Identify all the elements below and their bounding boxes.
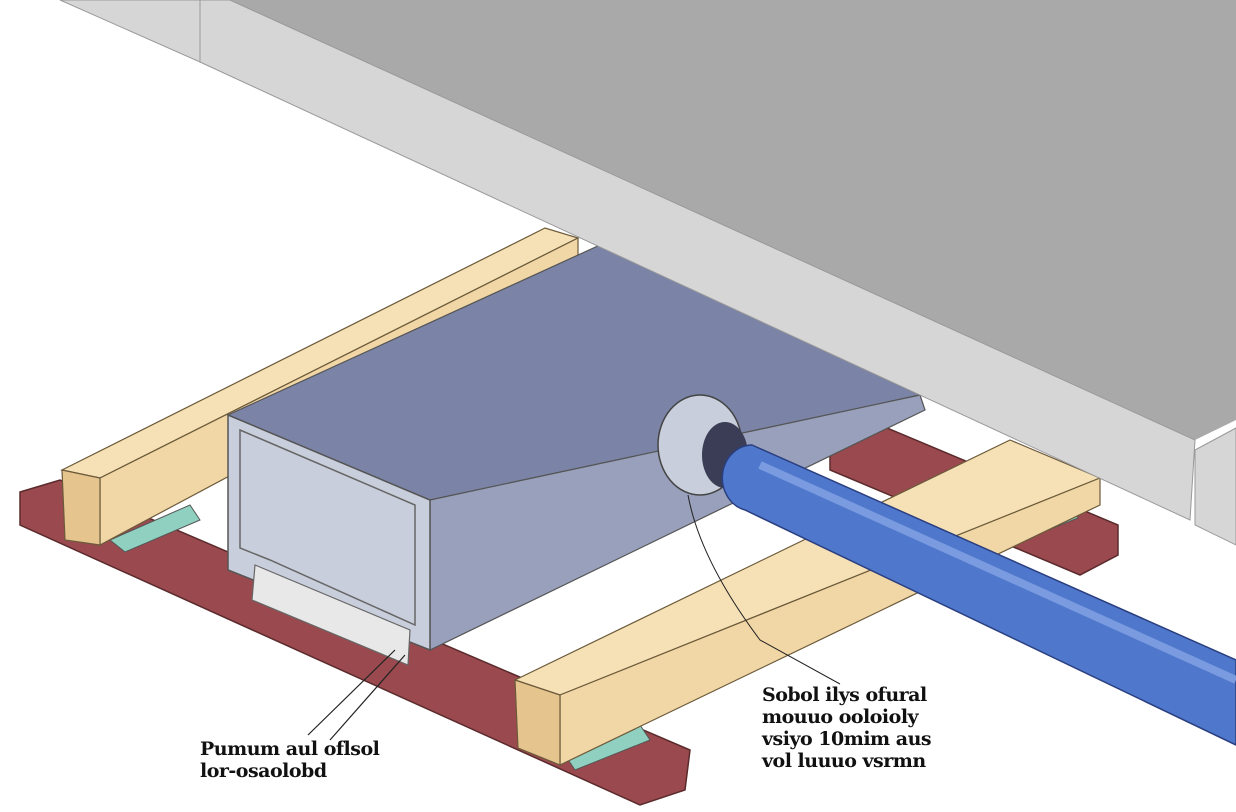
wood-beam-back-end (61, 469, 101, 546)
mounting-bracket (251, 564, 411, 666)
slab-right (1194, 427, 1236, 546)
pipe-label-line: vol luuuo vsrmn (762, 750, 926, 772)
pump-box-panel (239, 428, 416, 627)
pump-label-line: lor-osaolobd (200, 760, 327, 782)
slab-side (199, 0, 1196, 521)
leader-line (307, 649, 406, 741)
blue-pipe (721, 444, 1236, 746)
spacer (109, 504, 201, 553)
leader-line (687, 494, 841, 685)
wood-beam-front-end (514, 679, 561, 766)
slab-top (230, 0, 1236, 440)
pipe-label-line: Sobol ilys ofural (762, 684, 927, 706)
slab-left-edge (59, 0, 201, 63)
pump-box-front (227, 413, 431, 652)
pipe-label-line: mouuo ooloioly (762, 706, 919, 728)
pipe-highlight (758, 461, 1236, 684)
pipe-label-line: vsiyo 10mim aus (762, 728, 932, 750)
pump-label-line: Pumum aul oflsol (200, 738, 380, 760)
